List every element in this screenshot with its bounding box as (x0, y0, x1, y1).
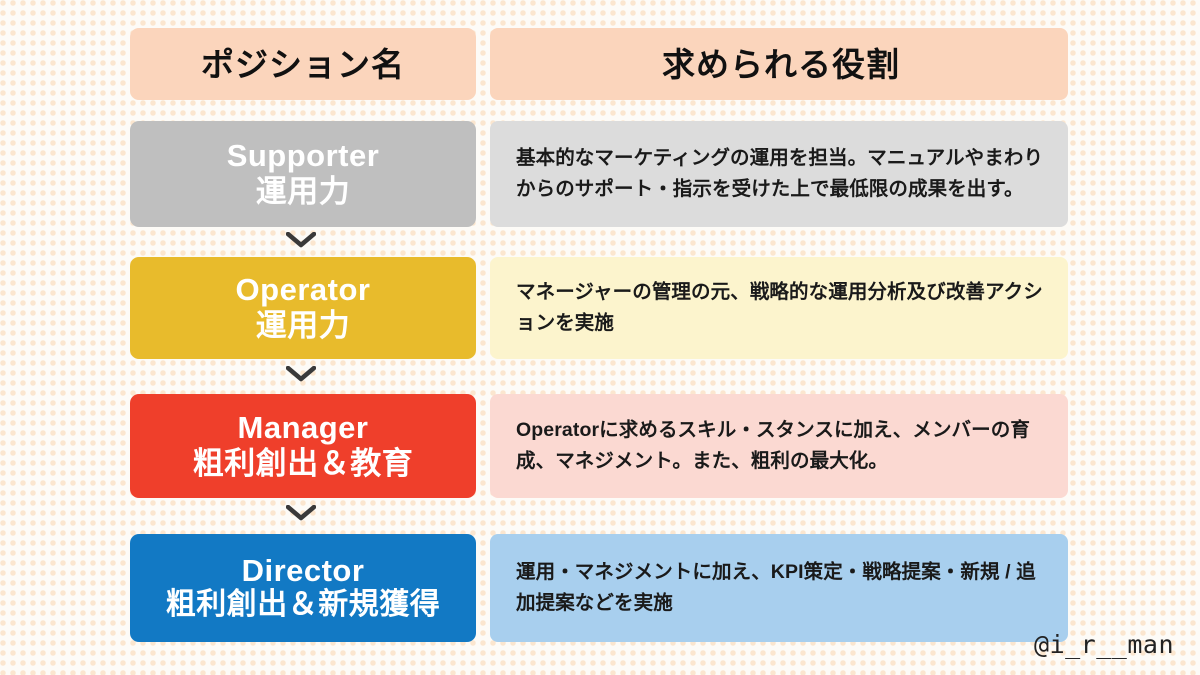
position-name-jp: 粗利創出＆教育 (192, 445, 414, 481)
header-label-role: 求められる役割 (662, 45, 900, 83)
header-label-position: ポジション名 (201, 45, 405, 83)
position-badge-operator[interactable]: Operator 運用力 (130, 257, 476, 359)
table-row: Director 粗利創出＆新規獲得 運用・マネジメントに加え、KPI策定・戦略… (0, 534, 1200, 642)
author-watermark: @i_r__man (1034, 630, 1174, 659)
role-description-text: 基本的なマーケティングの運用を担当。マニュアルやまわりからのサポート・指示を受け… (516, 147, 1044, 200)
chevron-down-icon (286, 366, 316, 382)
table-header-row: ポジション名 求められる役割 (0, 28, 1200, 100)
table-row: Operator 運用力 マネージャーの管理の元、戦略的な運用分析及び改善アクシ… (0, 257, 1200, 359)
table-row: Manager 粗利創出＆教育 Operatorに求めるスキル・スタンスに加え、… (0, 394, 1200, 498)
role-description-supporter: 基本的なマーケティングの運用を担当。マニュアルやまわりからのサポート・指示を受け… (490, 121, 1068, 227)
role-description-director: 運用・マネジメントに加え、KPI策定・戦略提案・新規 / 追加提案などを実施 (490, 534, 1068, 642)
header-cell-position: ポジション名 (130, 28, 476, 100)
position-name-en: Supporter (226, 137, 380, 173)
role-description-operator: マネージャーの管理の元、戦略的な運用分析及び改善アクションを実施 (490, 257, 1068, 359)
position-name-jp: 運用力 (255, 307, 351, 343)
position-name-en: Director (241, 552, 365, 588)
table-row: Supporter 運用力 基本的なマーケティングの運用を担当。マニュアルやまわ… (0, 121, 1200, 227)
chevron-down-icon (286, 232, 316, 248)
position-badge-director[interactable]: Director 粗利創出＆新規獲得 (130, 534, 476, 642)
role-description-text: マネージャーの管理の元、戦略的な運用分析及び改善アクションを実施 (516, 281, 1043, 334)
position-name-jp: 粗利創出＆新規獲得 (165, 588, 441, 622)
position-badge-manager[interactable]: Manager 粗利創出＆教育 (130, 394, 476, 498)
position-name-en: Manager (237, 409, 369, 445)
position-badge-supporter[interactable]: Supporter 運用力 (130, 121, 476, 227)
header-cell-role: 求められる役割 (490, 28, 1068, 100)
position-name-jp: 運用力 (255, 173, 351, 209)
role-description-text: Operatorに求めるスキル・スタンスに加え、メンバーの育成、マネジメント。ま… (516, 419, 1030, 472)
role-description-text: 運用・マネジメントに加え、KPI策定・戦略提案・新規 / 追加提案などを実施 (516, 561, 1036, 614)
position-name-en: Operator (235, 271, 371, 307)
chevron-down-icon (286, 505, 316, 521)
role-description-manager: Operatorに求めるスキル・スタンスに加え、メンバーの育成、マネジメント。ま… (490, 394, 1068, 498)
